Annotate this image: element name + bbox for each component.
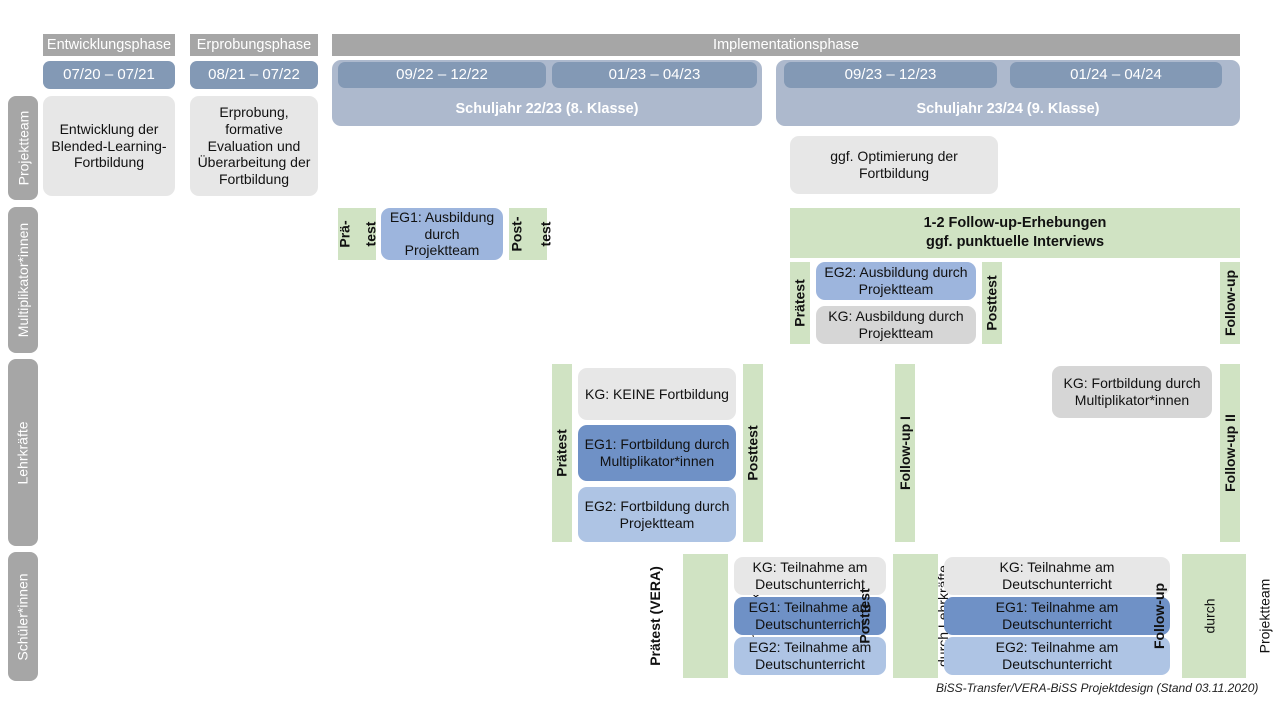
vband-praetest-line2: test	[362, 221, 379, 247]
vband-followup-schueler-bold: Follow-up	[1151, 582, 1168, 650]
row-label-projektteam-text: Projektteam	[15, 110, 32, 186]
vband-posttest-schueler: Posttest durch Lehrkräfte	[857, 554, 951, 678]
date-pill-07-20-07-21: 07/20 – 07/21	[43, 61, 175, 89]
vband-followup-2-text: Follow-up II	[1222, 414, 1239, 492]
date-pill-08-21-07-22: 08/21 – 07/22	[190, 61, 318, 89]
vband-praetest-line1: Prä-	[337, 220, 354, 248]
vband-posttest-lehrkraefte-text: Posttest	[745, 425, 762, 481]
card-multiplikator-kg-ausbildung: KG: Ausbildung durch Projektteam	[816, 306, 976, 344]
vband-posttest-multiplikator-2: Posttest	[982, 262, 1002, 344]
banner-followup-line1: 1-2 Follow-up-Erhebungen	[923, 215, 1107, 232]
vband-followup-multiplikator-text: Follow-up	[1222, 269, 1238, 337]
vband-followup-1: Follow-up I	[895, 364, 915, 542]
card-schueler-kg-right: KG: Teilnahme am Deutschunterricht	[944, 557, 1170, 595]
card-lehrkraefte-kg-keine: KG: KEINE Fortbildung	[578, 368, 736, 420]
date-pill-09-23-12-23: 09/23 – 12/23	[784, 62, 997, 88]
footer-note: BiSS-Transfer/VERA-BiSS Projektdesign (S…	[936, 681, 1259, 695]
row-label-projektteam: Projektteam	[8, 96, 38, 200]
card-schueler-eg1-right: EG1: Teilnahme am Deutschunterricht	[944, 597, 1170, 635]
vband-praetest-multiplikator: Prä- test	[337, 208, 379, 260]
vband-praetest-vera-schueler: Prätest (VERA) durch Lehrkräfte	[647, 554, 763, 678]
vband-posttest-schueler-bold: Posttest	[857, 588, 874, 644]
row-label-multiplikator: Multiplikator*innen	[8, 207, 38, 353]
vband-followup-1-text: Follow-up I	[897, 416, 913, 490]
row-label-lehrkraefte-text: Lehrkräfte	[15, 420, 32, 485]
card-entwicklung-fortbildung: Entwicklung der Blended-Learning-Fortbil…	[43, 96, 175, 196]
card-schueler-eg2-right: EG2: Teilnahme am Deutschunterricht	[944, 637, 1170, 675]
card-optimierung-fortbildung: ggf. Optimierung der Fortbildung	[790, 136, 998, 194]
phase-header-implementation: Implementationsphase	[332, 34, 1240, 56]
vband-posttest-multiplikator: Post- test	[508, 208, 553, 260]
phase-header-erprobung: Erprobungsphase	[190, 34, 318, 56]
vband-followup-schueler-sub1: durch	[1201, 598, 1218, 634]
row-label-schueler-text: Schüler*innen	[15, 572, 32, 661]
vband-praetest2-text: Prätest	[792, 279, 808, 327]
vband-followup-schueler-sub2: Projektteam	[1256, 578, 1273, 654]
card-multiplikator-eg1-ausbildung: EG1: Ausbildung durch Projektteam	[381, 208, 503, 260]
card-lehrkraefte-eg1-multiplikator: EG1: Fortbildung durch Multiplikator*inn…	[578, 425, 736, 481]
vband-praetest-vera-bold: Prätest (VERA)	[647, 566, 664, 666]
vband-posttest-line1: Post-	[508, 216, 525, 252]
row-label-lehrkraefte: Lehrkräfte	[8, 359, 38, 546]
date-pill-09-22-12-22: 09/22 – 12/22	[338, 62, 546, 88]
phase-header-entwicklung: Entwicklungsphase	[43, 34, 175, 56]
card-schueler-eg1-left: EG1: Teilnahme am Deutschunterricht	[734, 597, 886, 635]
card-erprobung-evaluation: Erprobung, formative Evaluation und Über…	[190, 96, 318, 196]
banner-followup-erhebungen: 1-2 Follow-up-Erhebungen ggf. punktuelle…	[790, 208, 1240, 258]
vband-followup-schueler: Follow-up durch Projektteam	[1151, 554, 1273, 678]
vband-posttest-lehrkraefte: Posttest	[743, 364, 763, 542]
card-lehrkraefte-eg2-projektteam: EG2: Fortbildung durch Projektteam	[578, 487, 736, 542]
vband-praetest-lehrkraefte: Prätest	[552, 364, 572, 542]
card-lehrkraefte-kg-fortbildung: KG: Fortbildung durch Multiplikator*inne…	[1052, 366, 1212, 418]
card-schueler-eg2-left: EG2: Teilnahme am Deutschunterricht	[734, 637, 886, 675]
row-label-schueler: Schüler*innen	[8, 552, 38, 681]
vband-posttest2-text: Posttest	[984, 275, 1001, 331]
vband-praetest-multiplikator-2: Prätest	[790, 262, 810, 344]
card-multiplikator-eg2-ausbildung: EG2: Ausbildung durch Projektteam	[816, 262, 976, 300]
card-schueler-kg-left: KG: Teilnahme am Deutschunterricht	[734, 557, 886, 595]
vband-praetest-lehrkraefte-text: Prätest	[554, 429, 570, 477]
vband-followup-2: Follow-up II	[1220, 364, 1240, 542]
date-pill-01-24-04-24: 01/24 – 04/24	[1010, 62, 1222, 88]
date-pill-01-23-04-23: 01/23 – 04/23	[552, 62, 757, 88]
vband-followup-multiplikator: Follow-up	[1220, 262, 1240, 344]
vband-posttest-line2: test	[537, 221, 553, 247]
banner-followup-line2: ggf. punktuelle Interviews	[925, 234, 1105, 250]
row-label-multiplikator-text: Multiplikator*innen	[15, 222, 31, 338]
